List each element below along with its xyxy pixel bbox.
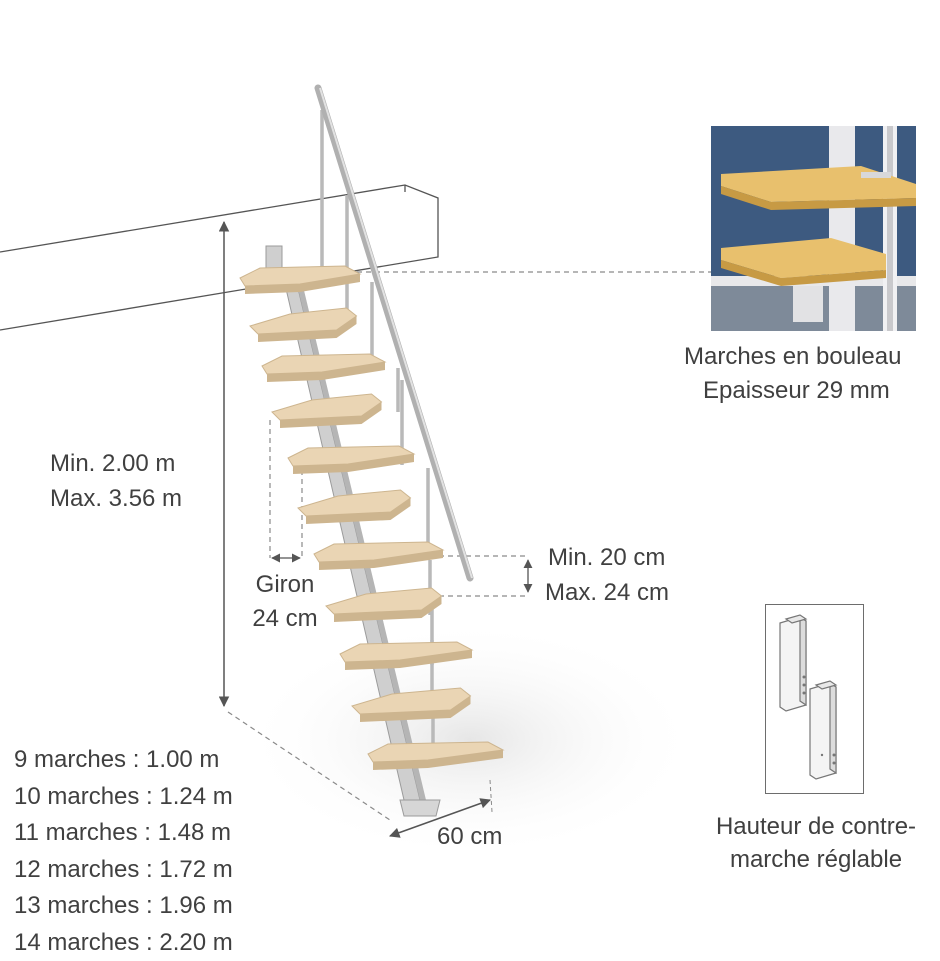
spec-line: 14 marches : 2.20 m <box>14 925 233 961</box>
riser-adjust-illustration <box>765 604 864 794</box>
riser-max-label: Max. 24 cm <box>545 576 669 610</box>
thickness-label: Epaisseur 29 mm <box>703 374 890 408</box>
material-label: Marches en bouleau <box>684 340 901 374</box>
spec-line: 12 marches : 1.72 m <box>14 852 233 889</box>
spec-line: 13 marches : 1.96 m <box>14 888 233 925</box>
riser-adjust-label-2: marche réglable <box>696 843 936 877</box>
spec-line: 9 marches : 1.00 m <box>14 742 233 779</box>
riser-min-label: Min. 20 cm <box>548 541 665 575</box>
height-max-label: Max. 3.56 m <box>50 482 182 516</box>
giron-label: Giron <box>240 568 330 602</box>
step-count-list: 9 marches : 1.00 m 10 marches : 1.24 m 1… <box>14 742 233 961</box>
riser-dimension <box>430 556 528 596</box>
tread-photo <box>711 126 916 331</box>
width-label: 60 cm <box>437 820 502 854</box>
spec-line: 11 marches : 1.48 m <box>14 815 233 852</box>
giron-value: 24 cm <box>240 602 330 636</box>
giron-dimension <box>270 420 302 558</box>
spec-line: 10 marches : 1.24 m <box>14 779 233 816</box>
riser-adjust-label-1: Hauteur de contre- <box>696 810 936 844</box>
floor-plate <box>400 800 440 816</box>
height-min-label: Min. 2.00 m <box>50 447 175 481</box>
